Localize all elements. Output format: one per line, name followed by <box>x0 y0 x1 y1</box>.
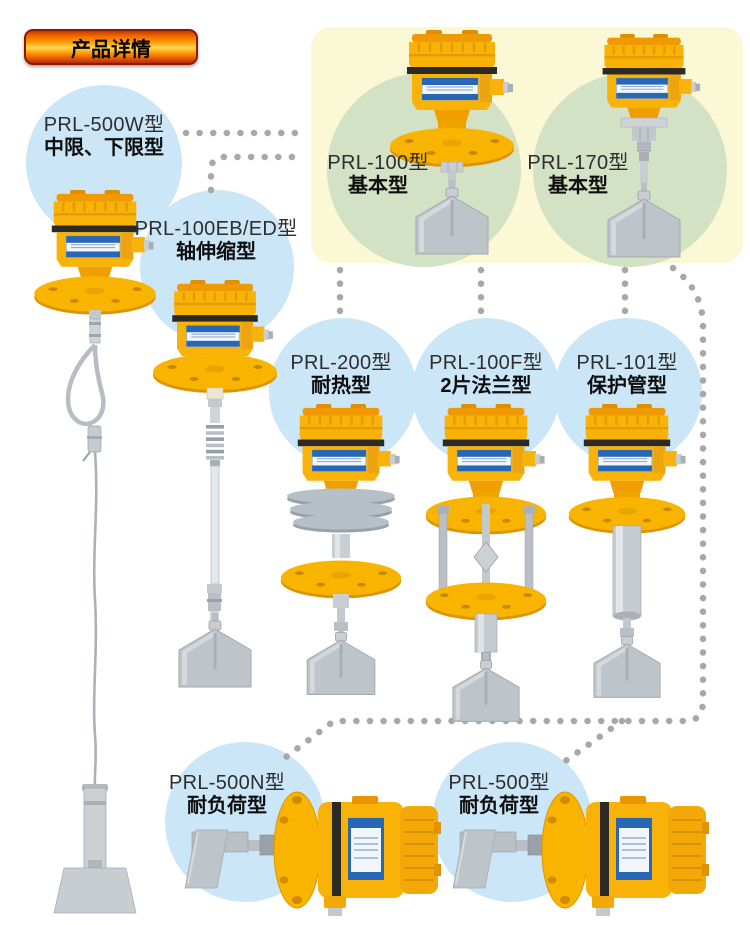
model-type: 耐负荷型 <box>187 794 267 817</box>
label-prl-500w: PRL-500W型 中限、下限型 <box>44 114 165 159</box>
model-type: 耐热型 <box>311 374 371 397</box>
product-illustration-prl-200 <box>280 402 402 695</box>
product-illustration-prl-100eb-ed <box>153 278 277 688</box>
model-name: PRL-170型 <box>527 152 629 174</box>
model-name: PRL-100F型 <box>429 352 543 374</box>
label-prl-200: PRL-200型 耐热型 <box>290 352 391 397</box>
model-type: 2片法兰型 <box>440 374 532 397</box>
connector-branch-to-500 <box>560 717 626 766</box>
label-prl-500: PRL-500型 耐负荷型 <box>448 772 549 817</box>
dotted-connectors <box>182 129 707 766</box>
model-name: PRL-500型 <box>448 772 550 794</box>
label-prl-100f: PRL-100F型 2片法兰型 <box>429 352 543 397</box>
connector-100ebed-to-panel <box>207 153 306 194</box>
model-type: 耐负荷型 <box>459 794 539 817</box>
model-name: PRL-500N型 <box>168 772 286 794</box>
product-illustration-prl-100 <box>390 28 515 255</box>
model-type: 中限、下限型 <box>43 136 164 159</box>
label-prl-101: PRL-101型 保护管型 <box>576 352 677 397</box>
model-name: PRL-100型 <box>327 152 429 174</box>
model-type: 保护管型 <box>587 374 667 397</box>
label-circle-prl-170 <box>533 73 727 267</box>
label-prl-170: PRL-170型 基本型 <box>527 152 628 197</box>
model-type: 基本型 <box>548 174 608 197</box>
product-illustration-prl-100f <box>425 402 547 722</box>
product-illustration-prl-500w <box>34 188 156 914</box>
label-prl-100eb-ed: PRL-100EB/ED型 轴伸缩型 <box>135 218 298 263</box>
model-name: PRL-500W型 <box>43 114 165 136</box>
label-prl-100: PRL-100型 基本型 <box>327 152 428 197</box>
model-name: PRL-200型 <box>290 352 392 374</box>
model-type: 基本型 <box>348 174 408 197</box>
banner-label: 产品详情 <box>71 38 151 61</box>
product-illustration-prl-101 <box>568 402 687 698</box>
section-header-banner: 产品详情 <box>24 29 198 65</box>
model-type: 轴伸缩型 <box>175 240 256 263</box>
model-name: PRL-101型 <box>576 352 678 374</box>
model-name: PRL-100EB/ED型 <box>134 218 298 240</box>
label-prl-500n: PRL-500N型 耐负荷型 <box>169 772 285 817</box>
product-illustration-prl-170 <box>601 32 702 258</box>
